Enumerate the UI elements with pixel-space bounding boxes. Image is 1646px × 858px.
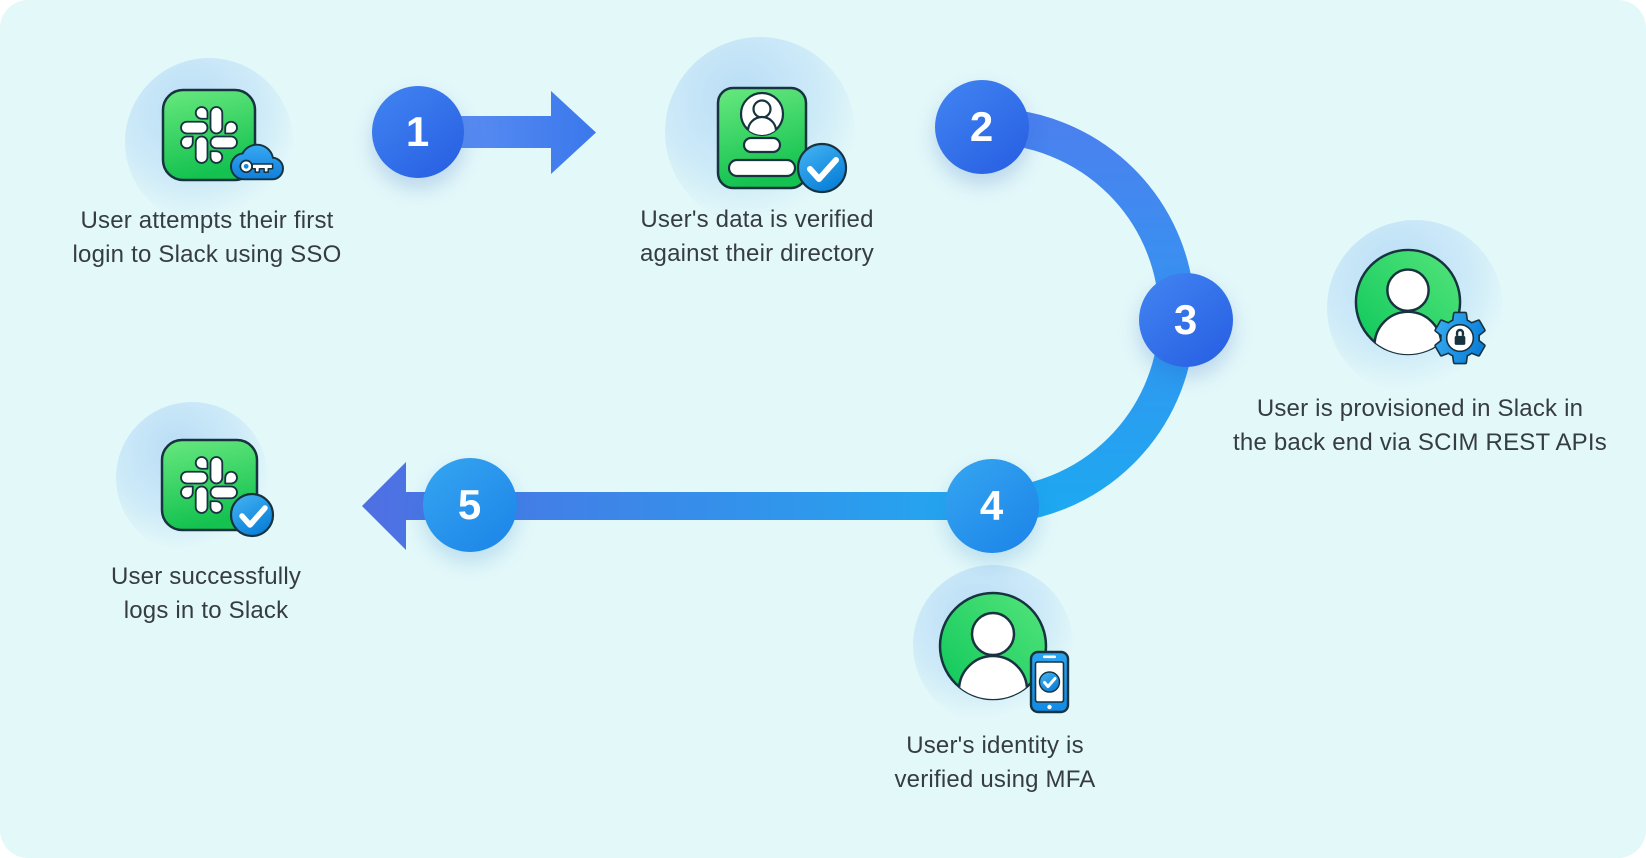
slack-sso-cloud-key-icon [161, 88, 257, 182]
step-5-caption: User successfully logs in to Slack [56, 560, 356, 628]
step-1-caption-line-1: User attempts their first [80, 207, 334, 234]
step-3-caption-line-1: User is provisioned in Slack in [1256, 395, 1584, 422]
step-2-number-circle: 2 [935, 80, 1029, 174]
step-4-number-circle: 4 [945, 459, 1039, 553]
step-1-caption: User attempts their first login to Slack… [57, 204, 357, 272]
step-4-caption-line-1: User's identity is [906, 732, 1084, 759]
gear-lock-icon [1434, 311, 1486, 365]
slack-check-icon [160, 438, 275, 538]
step-2-caption: User's data is verified against their di… [607, 203, 907, 271]
step-5-caption-line-1: User successfully [110, 563, 302, 590]
cloud-key-icon [230, 143, 284, 181]
step-1-caption-line-2: login to Slack using SSO [72, 241, 342, 268]
step-3-caption-line-2: the back end via SCIM REST APIs [1233, 429, 1607, 456]
step-1-number-circle: 1 [372, 86, 464, 178]
step-3-number-circle: 3 [1139, 273, 1233, 367]
step-5-caption-line-2: logs in to Slack [123, 597, 289, 624]
mfa-phone-icon [1029, 650, 1070, 714]
step-4-caption: User's identity is verified using MFA [845, 729, 1145, 797]
step-4-caption-line-2: verified using MFA [894, 766, 1096, 793]
directory-card-check-icon [716, 86, 848, 194]
step-5-number-circle: 5 [423, 458, 517, 552]
step-2-caption-line-2: against their directory [639, 240, 875, 267]
user-avatar-mfa-phone-icon [938, 591, 1048, 701]
step-3-caption: User is provisioned in Slack in the back… [1200, 392, 1640, 460]
arrow-left-connector [362, 462, 994, 550]
step-2-caption-line-1: User's data is verified [640, 206, 874, 233]
arrow-right-connector [455, 91, 596, 174]
